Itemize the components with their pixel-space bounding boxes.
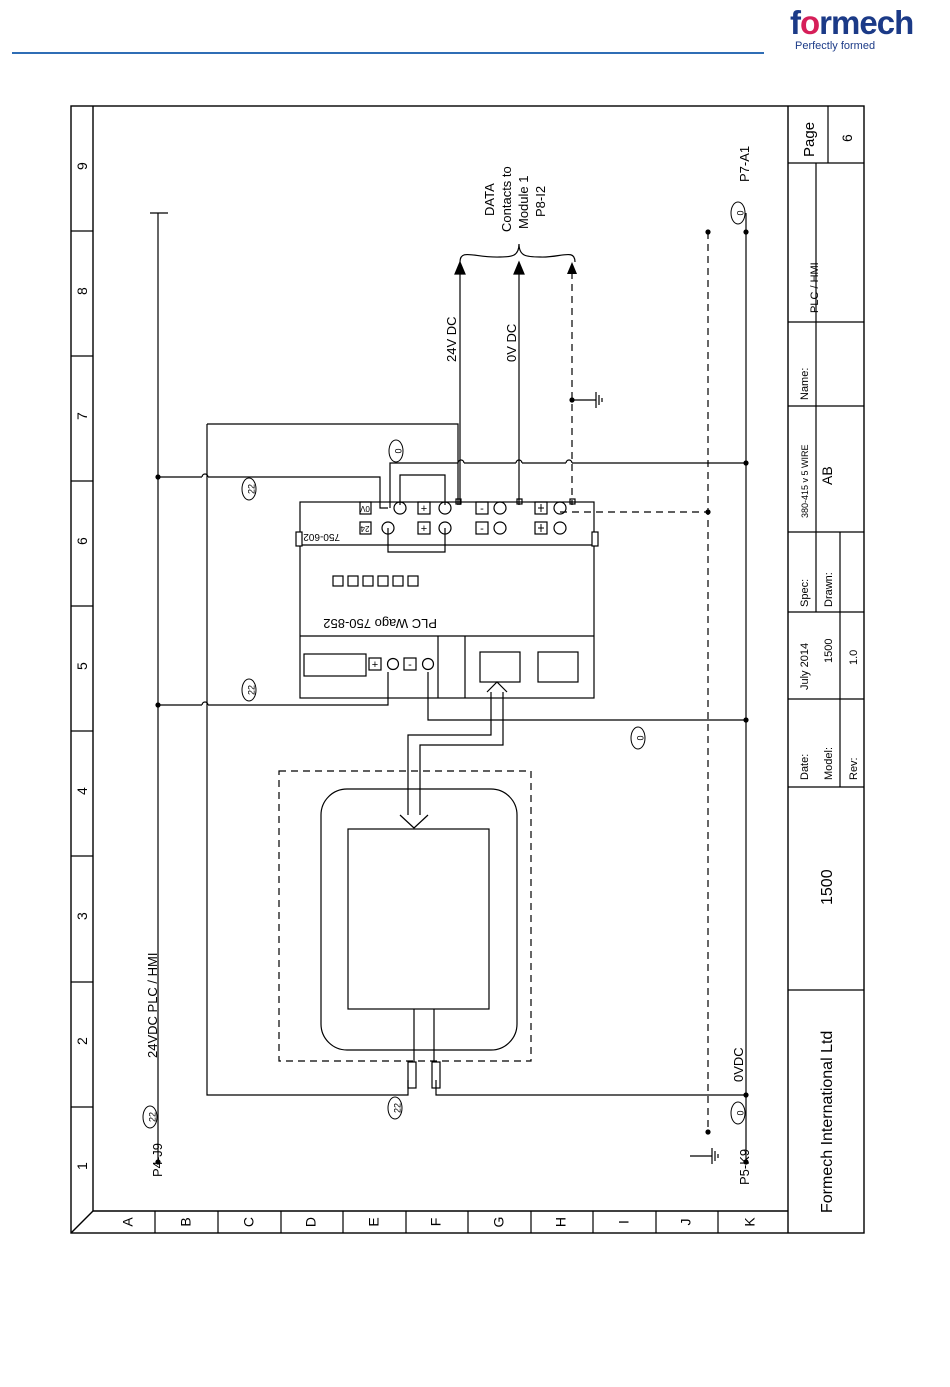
data-cable	[399, 681, 508, 829]
model-number-large: 1500	[819, 869, 836, 905]
module-label: 750-602	[303, 531, 340, 542]
column-label-6: 6	[74, 537, 90, 545]
plc-power-signs: + -	[372, 659, 412, 671]
diagram-labels: 24VDC PLC / HMI 0VDC P4-J9 P5-K9 P7-A1 2…	[145, 146, 752, 1185]
column-label-2: 2	[74, 1037, 90, 1045]
model-value: 1500	[823, 639, 835, 663]
wire-number-text: 22 22 22 22 0 0 0 0	[147, 210, 745, 1122]
module-terminal-labels: 24 0V + + - -	[359, 503, 484, 535]
model-label: Model:	[823, 747, 835, 780]
logo-tagline: Perfectly formed	[795, 40, 876, 52]
ref-out: P7-A1	[737, 146, 752, 182]
plc-title: PLC Wago 750-852	[323, 616, 437, 631]
spec-value: 380-415 v 5 WIRE	[800, 444, 810, 518]
drawn-value: AB	[819, 466, 835, 485]
wire-22-b: 22	[246, 484, 256, 494]
row-label-f: F	[428, 1218, 444, 1227]
module-label-24: 24	[360, 524, 369, 533]
hmi-screen	[320, 788, 518, 1089]
plc-power-terminals	[368, 657, 435, 671]
data-label-4: P8-I2	[533, 186, 548, 217]
zero-rail-label: 0VDC	[731, 1047, 746, 1082]
drawn-label: Drawn:	[823, 572, 835, 607]
wire-0-a: 0	[393, 448, 403, 453]
plc-wago-750-852	[295, 501, 599, 699]
spec-label: Spec:	[799, 579, 811, 607]
header-rule	[12, 52, 764, 54]
formech-logo: formech Perfectly formed	[790, 6, 940, 56]
output-0v-label: 0V DC	[504, 324, 519, 362]
column-label-3: 3	[74, 912, 90, 920]
plc-minus-sign: -	[408, 659, 412, 671]
row-label-b: B	[178, 1217, 194, 1226]
row-grid	[154, 1211, 719, 1233]
row-label-e: E	[366, 1217, 382, 1226]
output-24v-label: 24V DC	[444, 316, 459, 362]
page-number: 6	[839, 134, 855, 142]
row-label-g: G	[491, 1217, 507, 1228]
column-labels: 1 2 3 4 5 6 7 8 9	[74, 162, 90, 1170]
dashed-lines	[278, 232, 709, 1132]
dashed-arrow	[567, 262, 577, 274]
column-label-8: 8	[74, 287, 90, 295]
module-plus-1: +	[421, 523, 427, 535]
earth-symbol-top	[572, 392, 603, 408]
row-label-i: I	[616, 1220, 632, 1224]
module-750-602	[359, 498, 576, 535]
data-label-1: DATA	[482, 183, 497, 216]
column-label-7: 7	[74, 412, 90, 420]
column-label-1: 1	[74, 1162, 90, 1170]
logo-text: formech	[790, 4, 914, 41]
module-plus-2: +	[421, 503, 427, 515]
column-grid	[71, 230, 93, 1108]
column-label-5: 5	[74, 662, 90, 670]
drawing-frame	[70, 105, 865, 1234]
wire-0-d: 0	[735, 210, 745, 215]
earth-symbol-bottom	[690, 1148, 719, 1164]
wire-number-markers	[142, 201, 746, 1129]
date-value: July 2014	[799, 643, 811, 690]
data-label-3: Module 1	[516, 176, 531, 229]
junction-dots	[155, 229, 749, 1165]
supply-rail-label: 24VDC PLC / HMI	[145, 953, 160, 1058]
title-block-text: Formech International Ltd 1500 Date: Jul…	[799, 122, 860, 1213]
rev-value: 1.0	[848, 650, 860, 665]
plc-plus-sign: +	[372, 659, 378, 671]
module-earth-marks	[538, 504, 544, 532]
company-name: Formech International Ltd	[819, 1031, 836, 1213]
row-label-c: C	[241, 1217, 257, 1227]
ref-zero: P5-K9	[737, 1149, 752, 1185]
module-minus-2: -	[480, 503, 484, 515]
title-block	[788, 106, 864, 991]
data-label-2: Contacts to	[499, 166, 514, 232]
module-minus-1: -	[480, 523, 484, 535]
data-brace	[459, 243, 576, 263]
rev-label: Rev:	[848, 757, 860, 780]
date-label: Date:	[799, 754, 811, 780]
module-label-0v: 0V	[359, 504, 369, 513]
name-value: PLC / HMI	[809, 262, 821, 313]
wire-22-c: 22	[246, 685, 256, 695]
row-label-k: K	[742, 1217, 758, 1227]
plc-leds	[332, 575, 419, 587]
row-label-a: A	[120, 1217, 136, 1227]
wire-22-a: 22	[147, 1112, 157, 1122]
row-label-j: J	[678, 1219, 694, 1226]
row-label-h: H	[553, 1217, 569, 1227]
wire-0-c: 0	[735, 1110, 745, 1115]
wire-0-b: 0	[635, 735, 645, 740]
name-label: Name:	[799, 368, 811, 400]
row-label-d: D	[303, 1217, 319, 1227]
wire-22-d: 22	[392, 1103, 402, 1113]
column-label-4: 4	[74, 787, 90, 795]
column-label-9: 9	[74, 162, 90, 170]
row-labels: A B C D E F G H I J K	[120, 1217, 758, 1228]
ref-supply: P4-J9	[150, 1143, 165, 1177]
page-label: Page	[801, 122, 818, 157]
